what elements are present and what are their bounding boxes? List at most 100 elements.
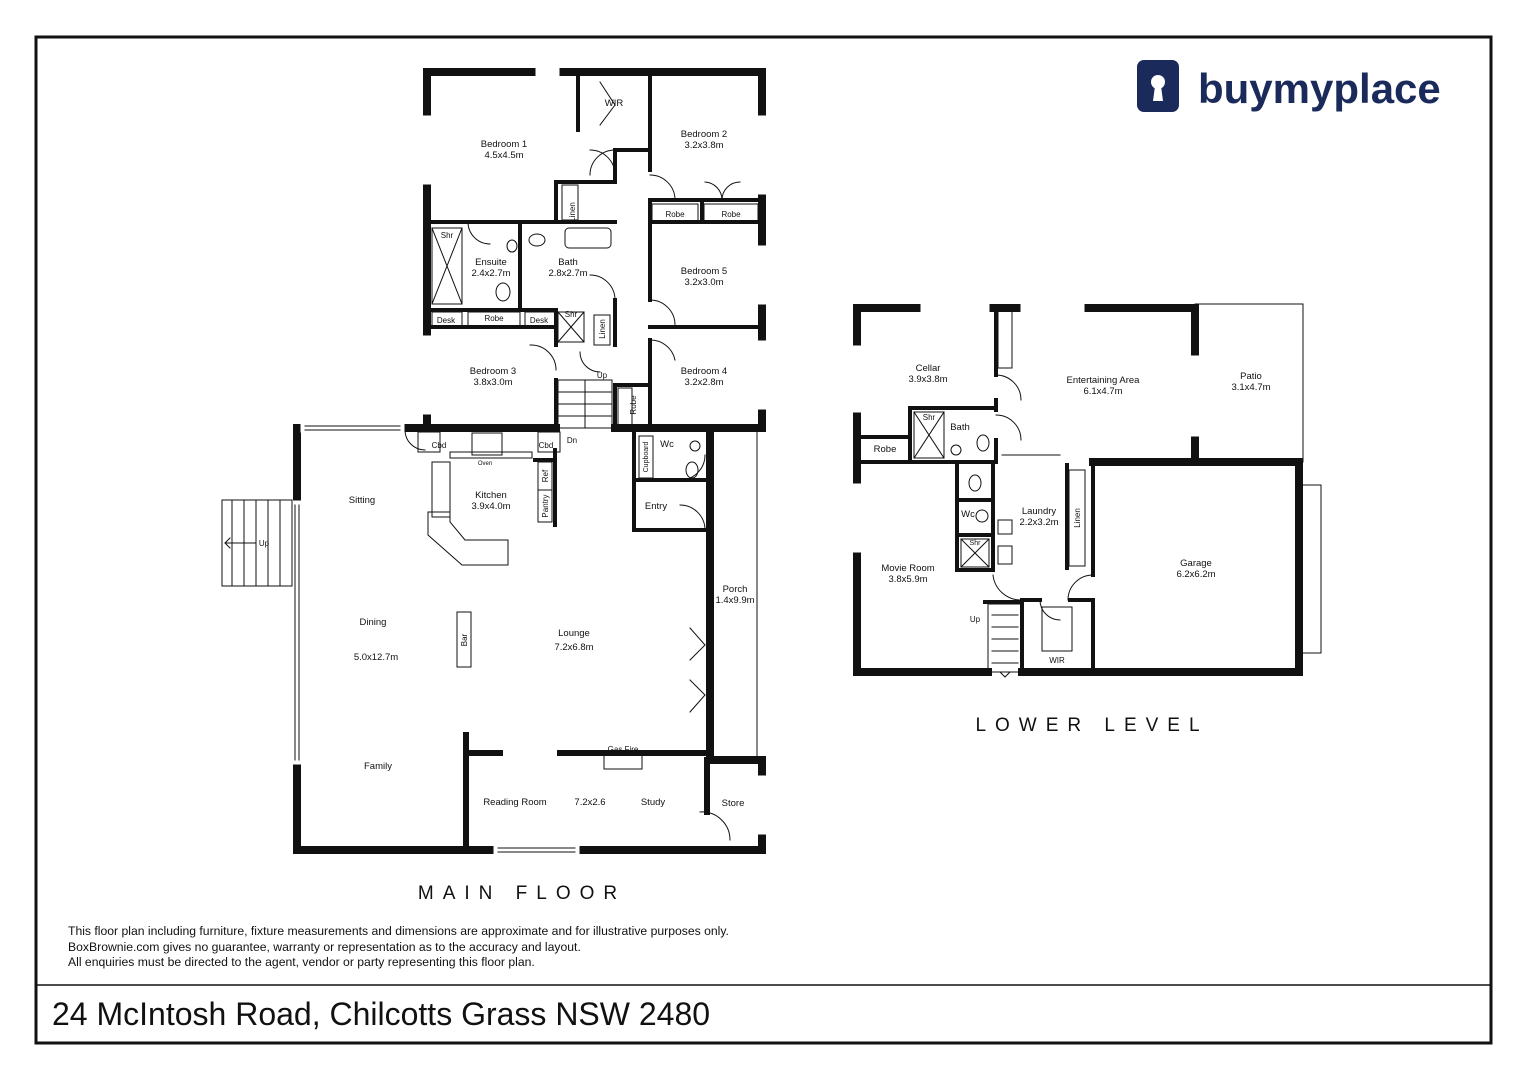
garage-size: 6.2x6.2m — [1176, 569, 1215, 580]
main-floor-plan — [221, 67, 767, 855]
lower-wir-label: WIR — [1049, 656, 1065, 665]
garage-name: Garage — [1180, 558, 1212, 569]
porch-size: 1.4x9.9m — [715, 595, 754, 606]
brand-logo: buymyplace — [1137, 60, 1441, 112]
movie-room-size: 3.8x5.9m — [888, 574, 927, 585]
lower-linen-label: Linen — [1073, 508, 1082, 528]
entry-label: Entry — [645, 501, 667, 512]
main-window-lines — [294, 425, 576, 853]
movie-room-name: Movie Room — [881, 563, 934, 574]
robe-label-2: Robe — [721, 210, 741, 219]
study-label: Study — [641, 797, 666, 808]
kitchen-name: Kitchen — [475, 490, 507, 501]
brand-name: buymyplace — [1198, 65, 1441, 112]
dining-name: Dining — [360, 617, 387, 628]
bath-shower-label: Shr — [565, 310, 578, 319]
robe-label-3: Robe — [629, 395, 638, 415]
bedroom5-name: Bedroom 5 — [681, 266, 727, 277]
gas-fire-label: Gas Fire — [608, 745, 639, 754]
desk-label-1: Desk — [437, 316, 456, 325]
bedroom1-size: 4.5x4.5m — [484, 150, 523, 161]
lower-interior-walls — [855, 306, 1095, 674]
bedroom2-name: Bedroom 2 — [681, 129, 727, 140]
lower-patio-outline — [1194, 303, 1322, 654]
lower-wc-label: Wc — [961, 509, 975, 520]
laundry-name: Laundry — [1022, 506, 1057, 517]
store-label: Store — [722, 798, 745, 809]
cbd-label-1: Cbd — [432, 441, 447, 450]
cellar-name: Cellar — [916, 363, 941, 374]
main-room-dividers — [463, 732, 713, 853]
porch-name: Porch — [723, 584, 748, 595]
main-stairs — [221, 379, 613, 587]
entertaining-name: Entertaining Area — [1067, 375, 1141, 386]
pantry-label: Pantry — [541, 494, 550, 517]
bedroom2-size: 3.2x3.8m — [684, 140, 723, 151]
ref-label: Ref — [541, 469, 550, 482]
sheet-border — [34, 35, 1493, 1045]
bedroom4-size: 3.2x2.8m — [684, 377, 723, 388]
main-windows — [292, 67, 767, 855]
porch-outline — [709, 427, 758, 761]
lower-windows — [852, 303, 1200, 553]
reading-room-name: Reading Room — [483, 797, 546, 808]
disclaimer: This floor plan including furniture, fix… — [68, 924, 729, 971]
lower-shower-label-1: Shr — [923, 413, 936, 422]
lower-level-plan — [852, 303, 1322, 678]
disclaimer-line-1: This floor plan including furniture, fix… — [68, 924, 729, 938]
bedroom1-name: Bedroom 1 — [481, 139, 527, 150]
main-fixtures — [417, 184, 759, 770]
main-living-walls — [293, 424, 766, 854]
entertaining-size: 6.1x4.7m — [1083, 386, 1122, 397]
bar-label: Bar — [460, 633, 469, 646]
bath-name: Bath — [558, 257, 578, 268]
lower-fixtures — [913, 309, 1094, 678]
lower-level-title: LOWER LEVEL — [975, 715, 1208, 736]
ensuite-name: Ensuite — [475, 257, 507, 268]
cbd-label-2: Cbd — [539, 441, 554, 450]
kitchen-size: 3.9x4.0m — [471, 501, 510, 512]
desk-label-2: Desk — [530, 316, 549, 325]
bedroom3-size: 3.8x3.0m — [473, 377, 512, 388]
main-floor-labels: Bedroom 1 4.5x4.5m Bedroom 2 3.2x3.8m WI… — [259, 98, 755, 904]
main-door-swings — [404, 81, 741, 841]
lower-shower-label-2: Shr — [970, 540, 982, 547]
oven-label: Oven — [478, 461, 492, 467]
linen-label-2: Linen — [598, 319, 607, 339]
lower-bath-label: Bath — [950, 422, 970, 433]
robe-label-1: Robe — [665, 210, 685, 219]
stairs-up-label: Up — [597, 371, 608, 380]
lower-level-labels: Cellar 3.9x3.8m Entertaining Area 6.1x4.… — [874, 363, 1271, 736]
side-stairs-up-label: Up — [259, 539, 270, 548]
bedroom4-name: Bedroom 4 — [681, 366, 727, 377]
wc-label: Wc — [660, 439, 674, 450]
ensuite-shower-label: Shr — [441, 231, 454, 240]
linen-label-1: Linen — [568, 202, 577, 222]
cellar-size: 3.9x3.8m — [908, 374, 947, 385]
cupboard-label: Cupboard — [643, 442, 650, 473]
stairs-down-label: Dn — [567, 436, 577, 445]
property-address: 24 McIntosh Road, Chilcotts Grass NSW 24… — [52, 996, 711, 1032]
disclaimer-line-2: BoxBrownie.com gives no guarantee, warra… — [68, 939, 581, 954]
laundry-size: 2.2x3.2m — [1019, 517, 1058, 528]
bedroom5-size: 3.2x3.0m — [684, 277, 723, 288]
lower-stairs-up-label: Up — [970, 615, 981, 624]
lounge-size: 7.2x6.8m — [554, 642, 593, 653]
main-floor-title: MAIN FLOOR — [418, 883, 626, 904]
disclaimer-line-3: All enquiries must be directed to the ag… — [68, 955, 535, 970]
patio-name: Patio — [1240, 371, 1262, 382]
wir-label: WIR — [605, 98, 624, 109]
bath-size: 2.8x2.7m — [548, 268, 587, 279]
bedroom3-name: Bedroom 3 — [470, 366, 516, 377]
family-label: Family — [364, 761, 392, 772]
sitting-label: Sitting — [349, 495, 375, 506]
patio-size: 3.1x4.7m — [1231, 382, 1270, 393]
main-interior-walls — [425, 70, 764, 532]
dining-size: 5.0x12.7m — [354, 652, 398, 663]
ensuite-size: 2.4x2.7m — [471, 268, 510, 279]
lounge-name: Lounge — [558, 628, 590, 639]
reading-room-size: 7.2x2.6 — [574, 797, 605, 808]
robe-label-bed3: Robe — [484, 314, 504, 323]
lower-robe-label: Robe — [874, 444, 897, 455]
